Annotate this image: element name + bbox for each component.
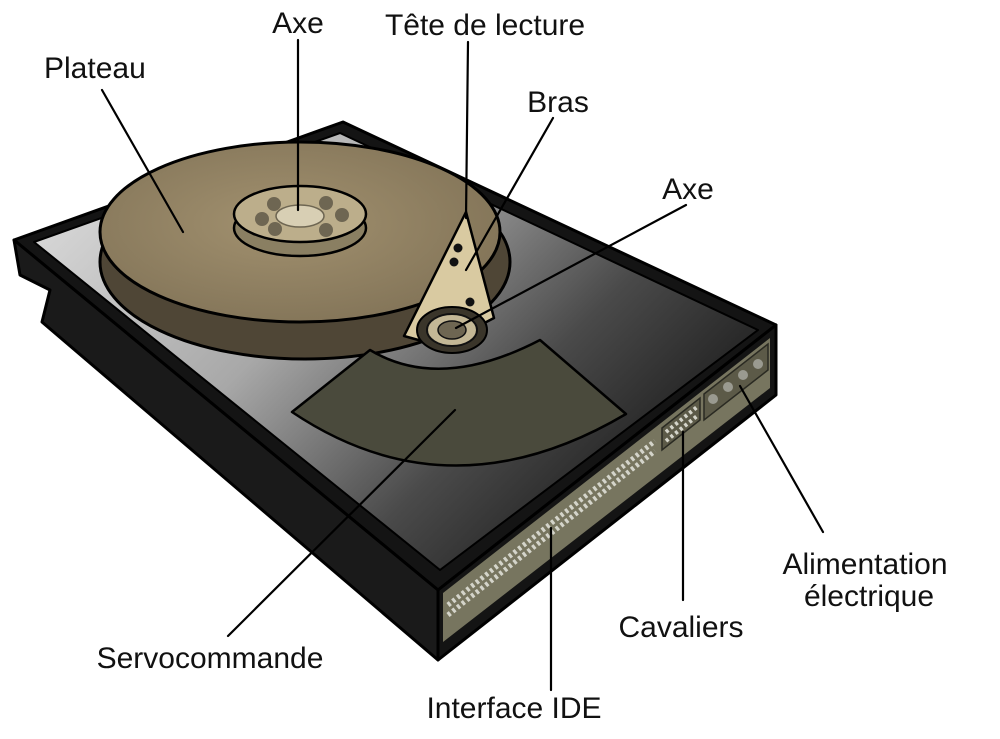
power-connector <box>703 342 769 422</box>
platter-group <box>98 140 512 361</box>
label-alimentation-line1: Alimentation <box>782 548 947 581</box>
power-pin-2 <box>723 382 733 392</box>
labels: Plateau Axe Tête de lecture Bras Axe Ser… <box>44 7 948 725</box>
label-bras: Bras <box>527 86 589 119</box>
hub-screw-4 <box>335 208 349 222</box>
label-axe-platter: Axe <box>272 7 324 40</box>
arm-hole-3 <box>465 297 475 307</box>
label-interface-ide: Interface IDE <box>426 692 601 725</box>
leader-alimentation <box>738 384 825 534</box>
power-pin-4 <box>753 359 763 369</box>
leader-servocommande <box>226 408 457 638</box>
spindle <box>275 204 325 228</box>
label-servocommande: Servocommande <box>97 642 324 675</box>
leader-axe-arm <box>454 203 688 330</box>
leader-lines <box>100 38 825 692</box>
hub-screw-1 <box>255 212 269 226</box>
label-axe-arm: Axe <box>662 173 714 206</box>
leader-tete-lecture <box>464 40 470 220</box>
power-pin-3 <box>738 370 748 380</box>
hub-screw-2 <box>267 197 281 211</box>
leader-bras <box>464 116 555 272</box>
power-pin-1 <box>708 394 718 404</box>
arm-hole-2 <box>449 257 459 267</box>
leader-plateau <box>100 88 185 234</box>
label-alimentation-line2: électrique <box>804 580 934 613</box>
ide-pins-row-1 <box>446 439 657 607</box>
hub-screw-6 <box>268 222 282 236</box>
jumper-pins-1 <box>664 405 699 434</box>
arm-hole-1 <box>453 243 463 253</box>
servo-sector <box>290 338 628 467</box>
hub-screw-3 <box>319 196 333 210</box>
label-tete-lecture: Tête de lecture <box>385 9 585 42</box>
hub-screw-5 <box>319 223 333 237</box>
jumper-pins-2 <box>664 414 699 443</box>
label-cavaliers: Cavaliers <box>618 611 743 644</box>
actuator-arm <box>402 210 496 354</box>
label-plateau: Plateau <box>44 52 146 85</box>
